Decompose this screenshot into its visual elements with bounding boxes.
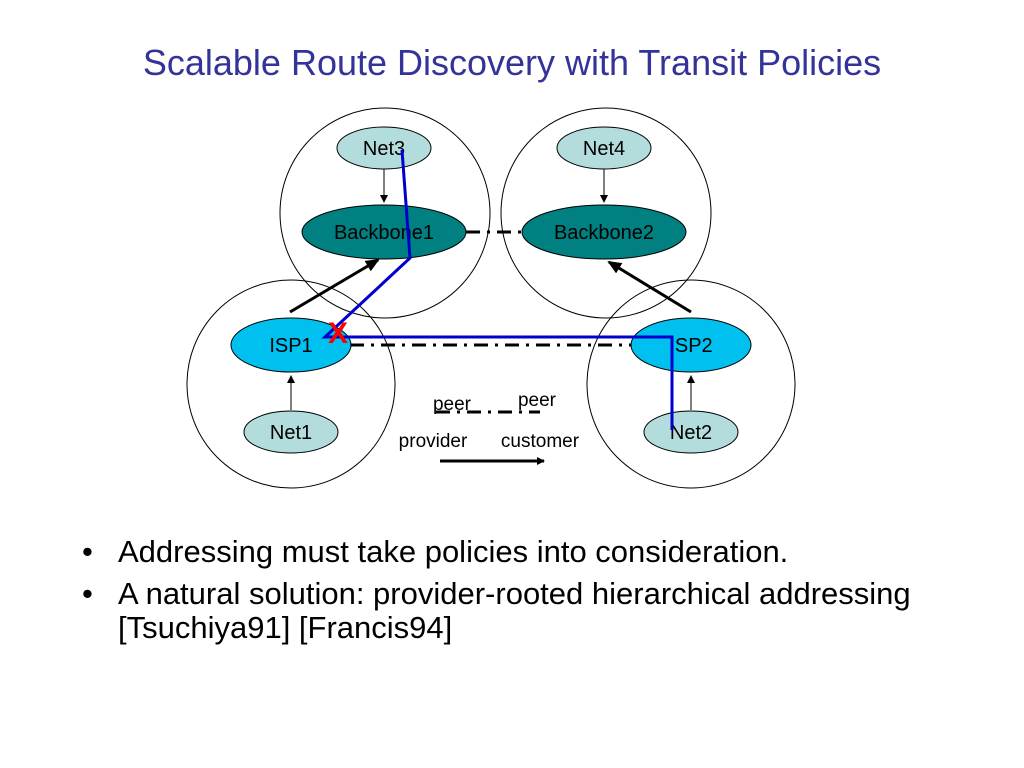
node-backbone1: [301, 204, 467, 260]
bullet-dot: •: [82, 534, 93, 569]
route-path: [321, 149, 674, 430]
domain-circle-isp2: [586, 279, 796, 489]
edge-isp1-backbone1: [289, 258, 380, 314]
domain-circle-isp1: [186, 279, 396, 489]
node-backbone2-label: Backbone2: [554, 222, 654, 244]
bullet-text: Addressing must take policies into consi…: [118, 534, 789, 569]
failure-mark: X: [328, 317, 348, 350]
node-isp2: [630, 317, 752, 373]
node-net1-label: Net1: [270, 422, 312, 444]
domain-circle-backbone2: [500, 107, 712, 319]
bullet-list: • Addressing must take policies into cons…: [82, 535, 1002, 653]
node-isp2-label: ISP2: [669, 335, 712, 357]
legend-peer-right: peer: [518, 390, 557, 411]
node-backbone1-label: Backbone1: [334, 222, 434, 244]
bullet-text: A natural solution: provider-rooted hier…: [118, 576, 911, 645]
node-net2: [643, 410, 739, 454]
node-net2-label: Net2: [670, 422, 712, 444]
node-net4-label: Net4: [583, 138, 625, 160]
node-backbone2: [521, 204, 687, 260]
node-isp1-label: ISP1: [269, 335, 312, 357]
node-net1: [243, 410, 339, 454]
legend-provider: provider: [399, 431, 468, 452]
slide-title: Scalable Route Discovery with Transit Po…: [142, 42, 882, 83]
legend-customer: customer: [501, 431, 580, 452]
node-net3: [336, 126, 432, 170]
bullet-item: • Addressing must take policies into cons…: [82, 535, 1002, 569]
node-net3-label: Net3: [363, 138, 405, 160]
bullet-item: • A natural solution: provider-rooted hie…: [82, 577, 1002, 645]
edge-isp2-backbone2: [607, 260, 692, 314]
node-isp1: [230, 317, 352, 373]
legend-peer-left: peer: [433, 394, 472, 415]
node-net4: [556, 126, 652, 170]
bullet-dot: •: [82, 576, 93, 611]
domain-circle-backbone1: [279, 107, 491, 319]
